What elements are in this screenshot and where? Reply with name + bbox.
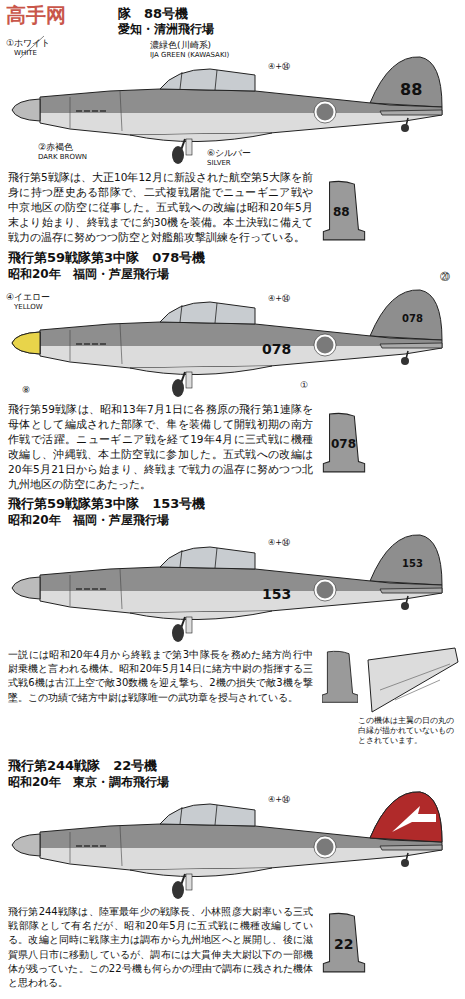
fuselage-number: 153 (262, 585, 291, 603)
callout-number: ④+⑭ (268, 538, 290, 548)
color-callout: ⑥シルバー (205, 148, 253, 160)
section-title: 隊 88号機 (118, 6, 188, 23)
tail-number: 88 (333, 205, 350, 221)
callout-number: ① (300, 380, 308, 392)
section-title: 飛行第244戦隊 22号機 (8, 758, 157, 775)
tail-number: 88 (400, 80, 422, 101)
section-title: 飛行第59戦隊第3中隊 078号機 (8, 250, 205, 267)
callout-number: ⑳ (440, 270, 450, 283)
description-text: 飛行第5戦隊は、大正10年12月に新設された航空第5大隊を前身に持つ歴史ある部隊… (8, 170, 313, 245)
color-callout: IJA GREEN (KAWASAKI) (150, 51, 229, 60)
color-callout: ①ホワイト (6, 38, 50, 50)
watermark: 高手网 (6, 2, 66, 28)
color-callout: DARK BROWN (36, 153, 89, 162)
section-subtitle: 昭和20年 福岡・芦屋飛行場 (8, 267, 169, 283)
section-subtitle: 昭和20年 東京・調布飛行場 (8, 775, 169, 791)
color-callout: 濃緑色(川崎系) (150, 40, 211, 52)
wing-note: この機体は主翼の日の丸の白縁が描かれていないものとされています。 (358, 716, 460, 745)
callout-number: ④+⑭ (268, 294, 290, 304)
color-callout: WHITE (14, 49, 37, 58)
section-subtitle: 昭和20年 福岡・芦屋飛行場 (8, 513, 169, 529)
tail-number: 153 (402, 557, 423, 570)
section-subtitle: 愛知・清洲飛行場 (118, 22, 214, 38)
description-text: 飛行第244戦隊は、陸軍最年少の戦隊長、小林照彦大尉率いる三式戦部隊として有名だ… (8, 905, 313, 990)
color-callout: YELLOW (14, 303, 43, 312)
callout-number: ⑧ (22, 385, 30, 397)
section-title: 飛行第59戦隊第3中隊 153号機 (8, 496, 205, 513)
description-text: 飛行第59戦隊は、昭和13年7月1日に各務原の飛行第1連隊を母体として編成された… (8, 402, 313, 491)
color-callout: ④イエロー (6, 292, 50, 304)
tail-number: 22 (334, 935, 353, 953)
description-text: 一説には昭和20年4月から終戦まで第3中隊長を務めた緒方尚行中尉乗機と言われる機… (8, 648, 313, 705)
tail-number: 078 (402, 312, 423, 325)
callout-number: ④+⑭ (268, 795, 290, 805)
fuselage-number: 078 (262, 340, 291, 358)
color-callout: ②赤褐色 (36, 142, 75, 154)
callout-number: ④+⑭ (268, 62, 290, 72)
tail-number: 078 (331, 437, 356, 453)
color-callout: SILVER (205, 159, 233, 168)
